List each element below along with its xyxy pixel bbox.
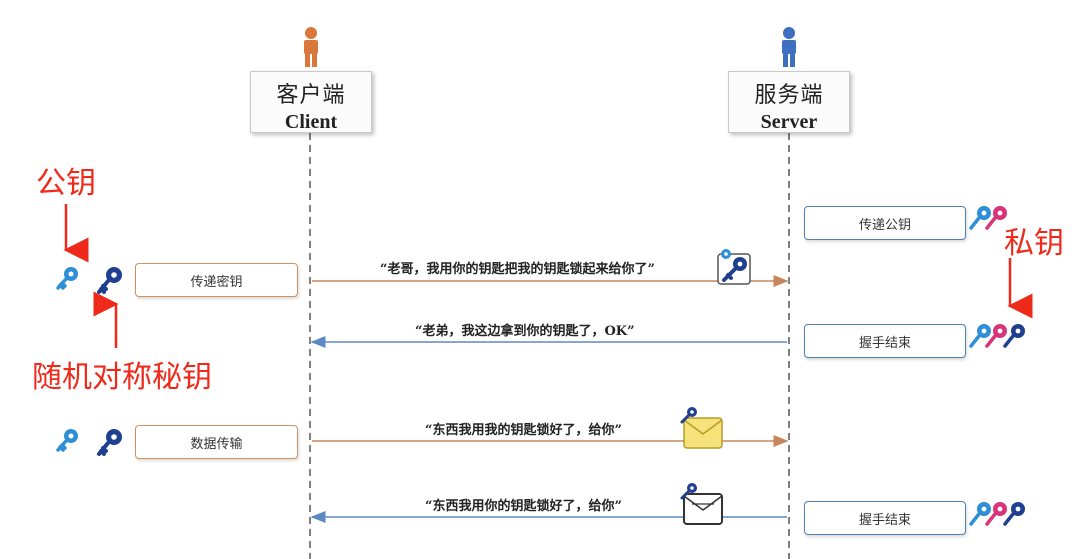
locked-envelope-icon xyxy=(680,483,723,525)
transfer-public-key-box: 传递公钥 xyxy=(804,206,966,240)
locked-envelope-icon xyxy=(680,407,723,449)
transfer-key-box: 传递密钥 xyxy=(135,263,298,297)
message-text: “老弟，我这边拿到你的钥匙了，OK” xyxy=(415,324,635,339)
server-person-icon xyxy=(782,27,796,67)
handshake-end-box-1: 握手结束 xyxy=(804,324,966,358)
public-key-icon xyxy=(56,429,78,452)
private-key-annotation: 私钥 xyxy=(1004,226,1064,261)
message-text: “老哥，我用你的钥匙把我的钥匙锁起来给你了” xyxy=(380,262,655,277)
data-transfer-box: 数据传输 xyxy=(135,425,298,459)
message-text: “东西我用我的钥匙锁好了，给你” xyxy=(425,423,622,438)
symmetric-key-icon xyxy=(97,267,122,294)
key-triple-icon xyxy=(969,502,1025,526)
locked-key-box-icon xyxy=(717,249,751,285)
server-title-en: Server xyxy=(760,111,818,133)
handshake-end-box-2: 握手结束 xyxy=(804,501,966,535)
public-key-icon xyxy=(56,267,78,290)
key-triple-icon xyxy=(969,324,1025,348)
client-title-cn: 客户端 xyxy=(276,83,346,108)
symmetric-key-icon xyxy=(97,429,122,456)
public-key-annotation: 公钥 xyxy=(36,166,96,201)
random-symmetric-key-annotation: 随机对称秘钥 xyxy=(32,360,212,395)
server-header: 服务端 Server xyxy=(728,71,850,133)
client-header: 客户端 Client xyxy=(250,71,372,133)
client-title-en: Client xyxy=(284,111,338,133)
client-person-icon xyxy=(304,27,318,67)
message-text: “东西我用你的钥匙锁好了，给你” xyxy=(425,499,622,514)
key-pair-icon xyxy=(969,206,1007,230)
server-title-cn: 服务端 xyxy=(754,83,824,108)
